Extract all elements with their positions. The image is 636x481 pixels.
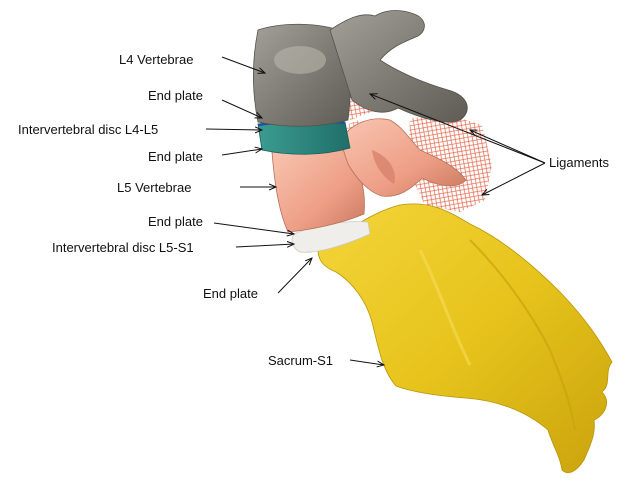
label-ligaments: Ligaments xyxy=(549,155,609,170)
label-disc-l5-s1: Intervertebral disc L5-S1 xyxy=(52,240,194,255)
leader-ligaments-3 xyxy=(482,163,545,195)
label-disc-l4-l5: Intervertebral disc L4-L5 xyxy=(18,122,158,137)
sacrum-s1-shape xyxy=(318,204,612,473)
label-l5-vertebrae: L5 Vertebrae xyxy=(117,180,191,195)
leader-disc-l5-s1 xyxy=(236,244,294,247)
label-end-plate-1: End plate xyxy=(148,88,203,103)
leader-end-plate-2 xyxy=(222,149,262,155)
leader-end-plate-4 xyxy=(278,258,312,293)
label-end-plate-2: End plate xyxy=(148,149,203,164)
label-l4-vertebrae: L4 Vertebrae xyxy=(119,52,193,67)
label-end-plate-4: End plate xyxy=(203,286,258,301)
leader-end-plate-3 xyxy=(214,223,294,234)
label-end-plate-3: End plate xyxy=(148,214,203,229)
l4-highlight xyxy=(274,46,326,74)
leader-disc-l4-l5 xyxy=(206,129,262,130)
leader-sacrum-s1 xyxy=(350,360,384,365)
label-sacrum-s1: Sacrum-S1 xyxy=(268,353,333,368)
